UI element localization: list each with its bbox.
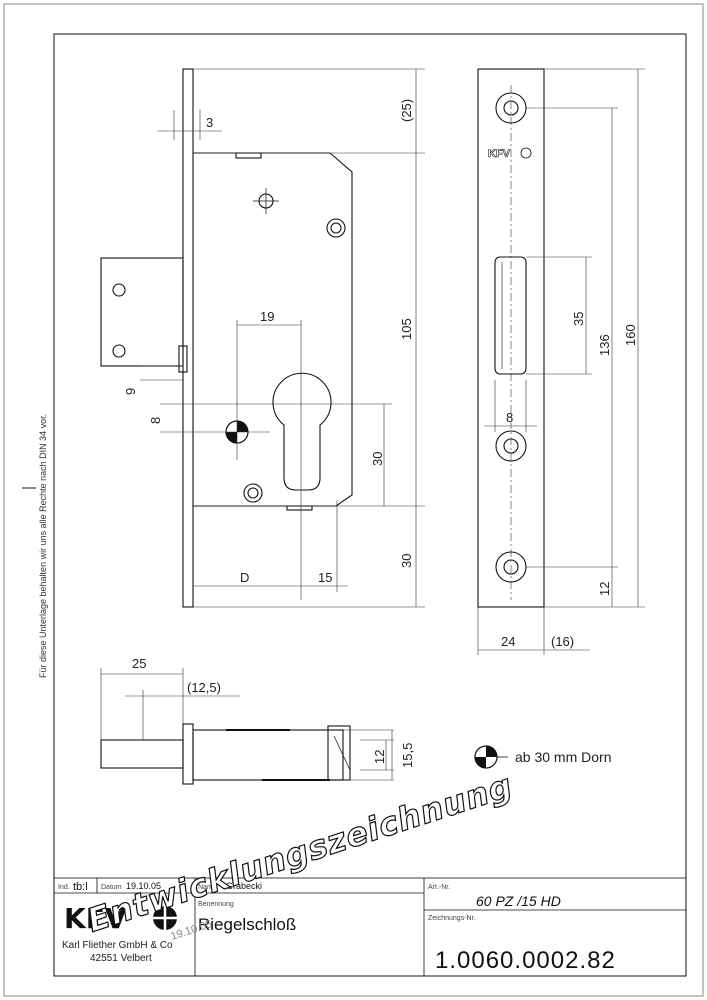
- forend-plate: [477, 68, 545, 608]
- company-name: Karl Fliether GmbH & Co: [62, 940, 173, 951]
- center-mark-note: ab 30 mm Dorn: [515, 749, 611, 765]
- upper-screw-inner: [330, 222, 342, 234]
- top-mechanism: [327, 725, 351, 781]
- dim-9: 9: [123, 388, 138, 395]
- dim-bottom-30: 30: [399, 554, 414, 568]
- title-block-lines: [53, 877, 687, 977]
- bolt-slot: [494, 256, 527, 375]
- date-label: Datum: [101, 884, 122, 891]
- top-forend: [182, 723, 194, 785]
- body-outline: [193, 152, 353, 507]
- date-value: 19.10.05: [126, 881, 161, 891]
- cylinder-profile: [272, 372, 332, 491]
- plate-logo-mark: [520, 147, 532, 159]
- dim-top-25: (25): [399, 99, 414, 122]
- dim-3: 3: [206, 115, 213, 130]
- dim-15-5: 15,5: [400, 743, 415, 768]
- dim-160: 160: [623, 324, 638, 346]
- top-dimension-lines: [100, 668, 394, 781]
- outer-frame: [3, 3, 704, 997]
- bolt-hole-bottom: [112, 344, 126, 358]
- dim-136: 136: [597, 334, 612, 356]
- svg-text:KFV: KFV: [64, 902, 127, 935]
- front-view: [100, 68, 353, 608]
- company-logo: KFV: [64, 902, 177, 935]
- dim-15: 15: [318, 570, 332, 585]
- ind-label: Ind.: [58, 884, 70, 891]
- drawing-no-value: 1.0060.0002.82: [435, 947, 616, 974]
- lower-screw-inner: [247, 487, 259, 499]
- dim-24: 24: [501, 634, 515, 649]
- body-notch: [235, 152, 262, 159]
- upper-screw: [326, 218, 346, 238]
- dim-16: (16): [551, 634, 574, 649]
- name-value: Grabecki: [226, 881, 262, 891]
- dim-12-edge: 12: [597, 582, 612, 596]
- forend-strip: [182, 68, 194, 608]
- company-city: 42551 Velbert: [90, 953, 152, 964]
- center-mark-legend: [474, 745, 508, 769]
- name-label: Name: [198, 884, 217, 891]
- drawing-no-label: Zeichnungs-Nr.: [428, 915, 476, 922]
- ind-value: tb:l: [73, 881, 88, 893]
- top-view: [100, 723, 351, 785]
- bottom-notch: [286, 505, 313, 511]
- plate-logo: KFV: [488, 148, 511, 160]
- watermark: Entwicklungszeichnung: [83, 766, 517, 939]
- dim-8: 8: [148, 417, 163, 424]
- side-dimension-lines: [477, 68, 645, 655]
- article-value: 60 PZ /15 HD: [476, 893, 561, 909]
- dim-12-5: (12,5): [187, 680, 221, 695]
- designation-value: Riegelschloß: [198, 915, 296, 934]
- dim-105: 105: [399, 318, 414, 340]
- article-label: Art.-Nr.: [428, 884, 450, 891]
- dim-cyl-30: 30: [370, 452, 385, 466]
- dim-D: D: [240, 570, 249, 585]
- front-dimension-lines: [140, 68, 425, 608]
- dim-25-throw: 25: [132, 656, 146, 671]
- top-body: [192, 729, 344, 781]
- lower-screw: [243, 483, 263, 503]
- dim-12-height: 12: [372, 750, 387, 764]
- bolt-stud: [178, 345, 188, 373]
- dim-35: 35: [571, 312, 586, 326]
- dim-8-bolt: 8: [506, 410, 513, 425]
- bolt-hole-top: [112, 283, 126, 297]
- dim-19: 19: [260, 309, 274, 324]
- top-mechanism-detail: [333, 735, 351, 771]
- top-bolt: [100, 739, 184, 769]
- designation-label: Benennung: [198, 901, 234, 908]
- copyright-side-note: Für diese Unterlage behalten wir uns all…: [38, 414, 48, 678]
